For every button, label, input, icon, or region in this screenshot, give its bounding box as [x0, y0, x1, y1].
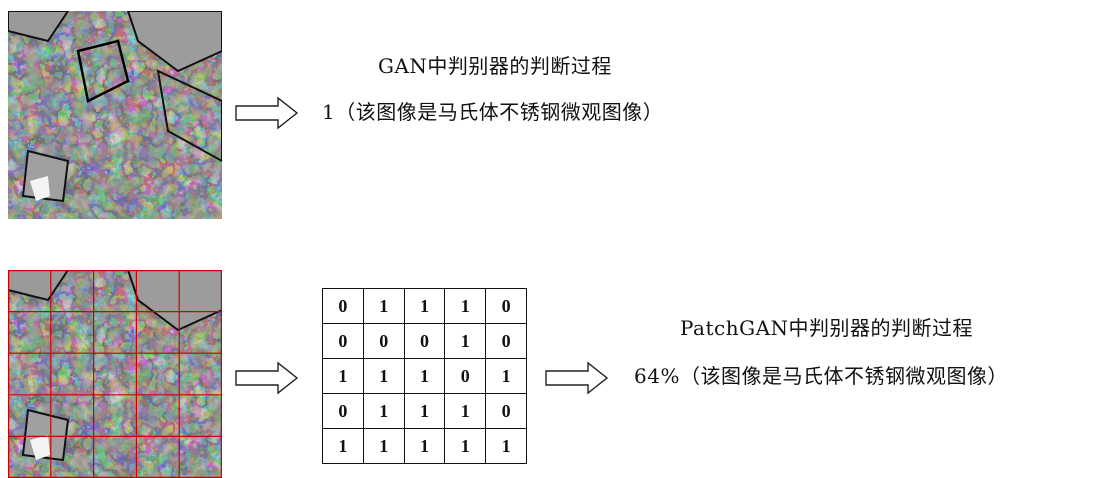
matrix-row: 0 1 1 1 0	[322, 288, 527, 324]
microstructure-image-patched	[8, 270, 222, 478]
matrix-row: 1 1 1 1 1	[322, 428, 527, 464]
hollow-right-arrow-icon	[545, 361, 609, 395]
microstructure-texture	[8, 270, 222, 478]
matrix-cell: 0	[322, 323, 364, 359]
gan-title: GAN中判别器的判断过程	[378, 54, 612, 78]
matrix-cell: 1	[444, 323, 487, 359]
matrix-cell: 1	[444, 288, 487, 324]
matrix-cell: 0	[322, 288, 364, 324]
matrix-cell: 1	[403, 288, 446, 324]
patchgan-title: PatchGAN中判别器的判断过程	[680, 316, 974, 340]
matrix-cell: 1	[403, 428, 446, 464]
matrix-cell: 0	[485, 323, 527, 359]
matrix-cell: 0	[444, 358, 487, 394]
matrix-cell: 1	[362, 288, 405, 324]
matrix-cell: 1	[322, 428, 364, 464]
matrix-cell: 1	[444, 428, 487, 464]
microstructure-image-full	[8, 11, 222, 219]
patch-grid-overlay	[8, 270, 222, 478]
microstructure-texture	[8, 11, 222, 219]
matrix-cell: 1	[362, 358, 405, 394]
matrix-cell: 0	[403, 323, 446, 359]
matrix-row: 1 1 1 0 1	[322, 358, 527, 394]
matrix-cell: 1	[322, 358, 364, 394]
matrix-cell: 1	[444, 393, 487, 429]
matrix-cell: 1	[362, 393, 405, 429]
matrix-cell: 1	[403, 358, 446, 394]
matrix-cell: 1	[362, 428, 405, 464]
matrix-cell: 1	[485, 428, 527, 464]
patch-decision-matrix: 0 1 1 1 0 0 0 0 1 0 1 1 1 0 1 0 1 1 1 0	[322, 288, 527, 464]
hollow-right-arrow-icon	[235, 361, 299, 395]
matrix-row: 0 0 0 1 0	[322, 323, 527, 359]
gan-result: 1（该图像是马氏体不锈钢微观图像）	[322, 100, 664, 124]
patchgan-result: 64%（该图像是马氏体不锈钢微观图像）	[634, 364, 1008, 388]
matrix-cell: 0	[485, 288, 527, 324]
matrix-row: 0 1 1 1 0	[322, 393, 527, 429]
matrix-cell: 0	[362, 323, 405, 359]
matrix-cell: 0	[322, 393, 364, 429]
matrix-cell: 1	[485, 358, 527, 394]
hollow-right-arrow-icon	[235, 96, 299, 130]
matrix-cell: 0	[485, 393, 527, 429]
matrix-cell: 1	[403, 393, 446, 429]
